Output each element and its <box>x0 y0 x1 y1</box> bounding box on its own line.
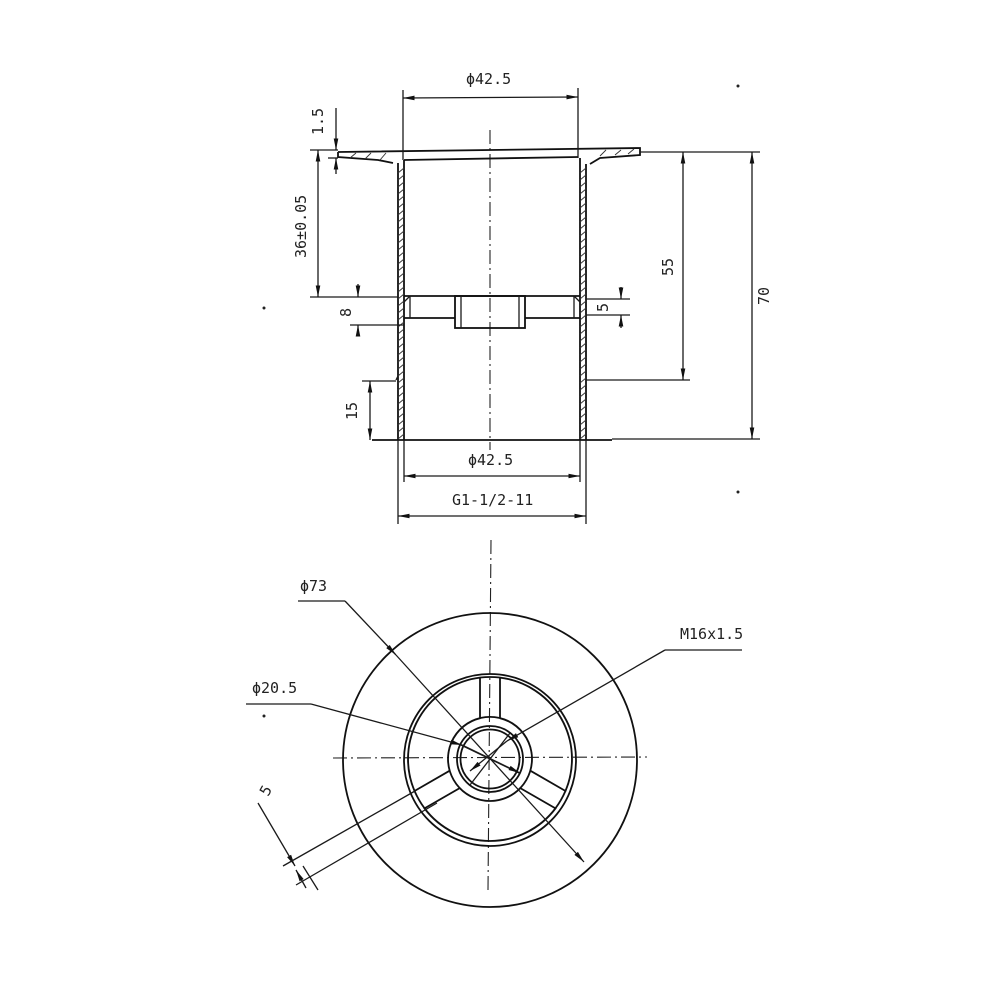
vertical-centerline-bottom <box>487 539 492 891</box>
wall-hatching <box>397 167 587 440</box>
dim-crossbar-offset: 8 <box>337 284 404 337</box>
bottom-view: ϕ73 ϕ20.5 M16x1.5 5 <box>246 539 743 908</box>
section-view: ϕ42.5 1.5 36±0.05 8 15 <box>292 70 773 524</box>
flange <box>337 147 641 165</box>
dim-thread-spec: G1-1/2-11 <box>397 440 587 524</box>
speck <box>736 490 740 494</box>
label-spoke-width: 5 <box>256 782 276 799</box>
horizontal-centerline-bottom <box>332 756 648 759</box>
label-upper-height: 36±0.05 <box>292 195 310 258</box>
dim-unthreaded-height: 55 <box>586 151 760 381</box>
dim-crossbar-height: 5 <box>586 287 630 328</box>
bore-inner-circle <box>459 728 521 790</box>
dim-top-diameter: ϕ42.5 <box>402 70 579 160</box>
label-top-diameter: ϕ42.5 <box>466 70 511 88</box>
label-center-thread: M16x1.5 <box>680 625 743 643</box>
dim-hub-diameter: ϕ20.5 <box>246 679 521 774</box>
label-crossbar-offset: 8 <box>337 308 355 317</box>
speck <box>262 714 266 718</box>
dim-flange-thickness: 1.5 <box>309 108 339 174</box>
crossbar <box>403 295 581 329</box>
dim-flange-diameter: ϕ73 <box>298 577 585 863</box>
label-crossbar-height: 5 <box>594 303 612 312</box>
dim-spoke-width: 5 <box>256 782 319 891</box>
outer-flange-circle <box>342 612 638 908</box>
label-bottom-diameter: ϕ42.5 <box>468 451 513 469</box>
center-boss <box>454 295 526 329</box>
dim-center-thread: M16x1.5 <box>469 625 743 772</box>
speck <box>262 306 266 310</box>
label-overall-height: 70 <box>755 287 773 305</box>
label-hub-diameter: ϕ20.5 <box>252 679 297 697</box>
label-thread-spec: G1-1/2-11 <box>452 491 533 509</box>
label-unthreaded-height: 55 <box>659 258 677 276</box>
dim-upper-height: 36±0.05 <box>292 150 398 298</box>
bore-outer-circle <box>456 725 524 793</box>
label-flange-diameter: ϕ73 <box>300 577 327 595</box>
dim-bottom-diameter: ϕ42.5 <box>403 440 581 482</box>
body-outer-circle <box>403 673 577 847</box>
left-wall <box>395 160 405 440</box>
dim-thread-length: 15 <box>343 380 396 440</box>
speck <box>736 84 740 88</box>
spoke-ring <box>407 676 573 842</box>
label-flange-thickness: 1.5 <box>309 108 327 135</box>
dim-overall-height: 70 <box>612 152 773 440</box>
label-thread-length: 15 <box>343 402 361 420</box>
